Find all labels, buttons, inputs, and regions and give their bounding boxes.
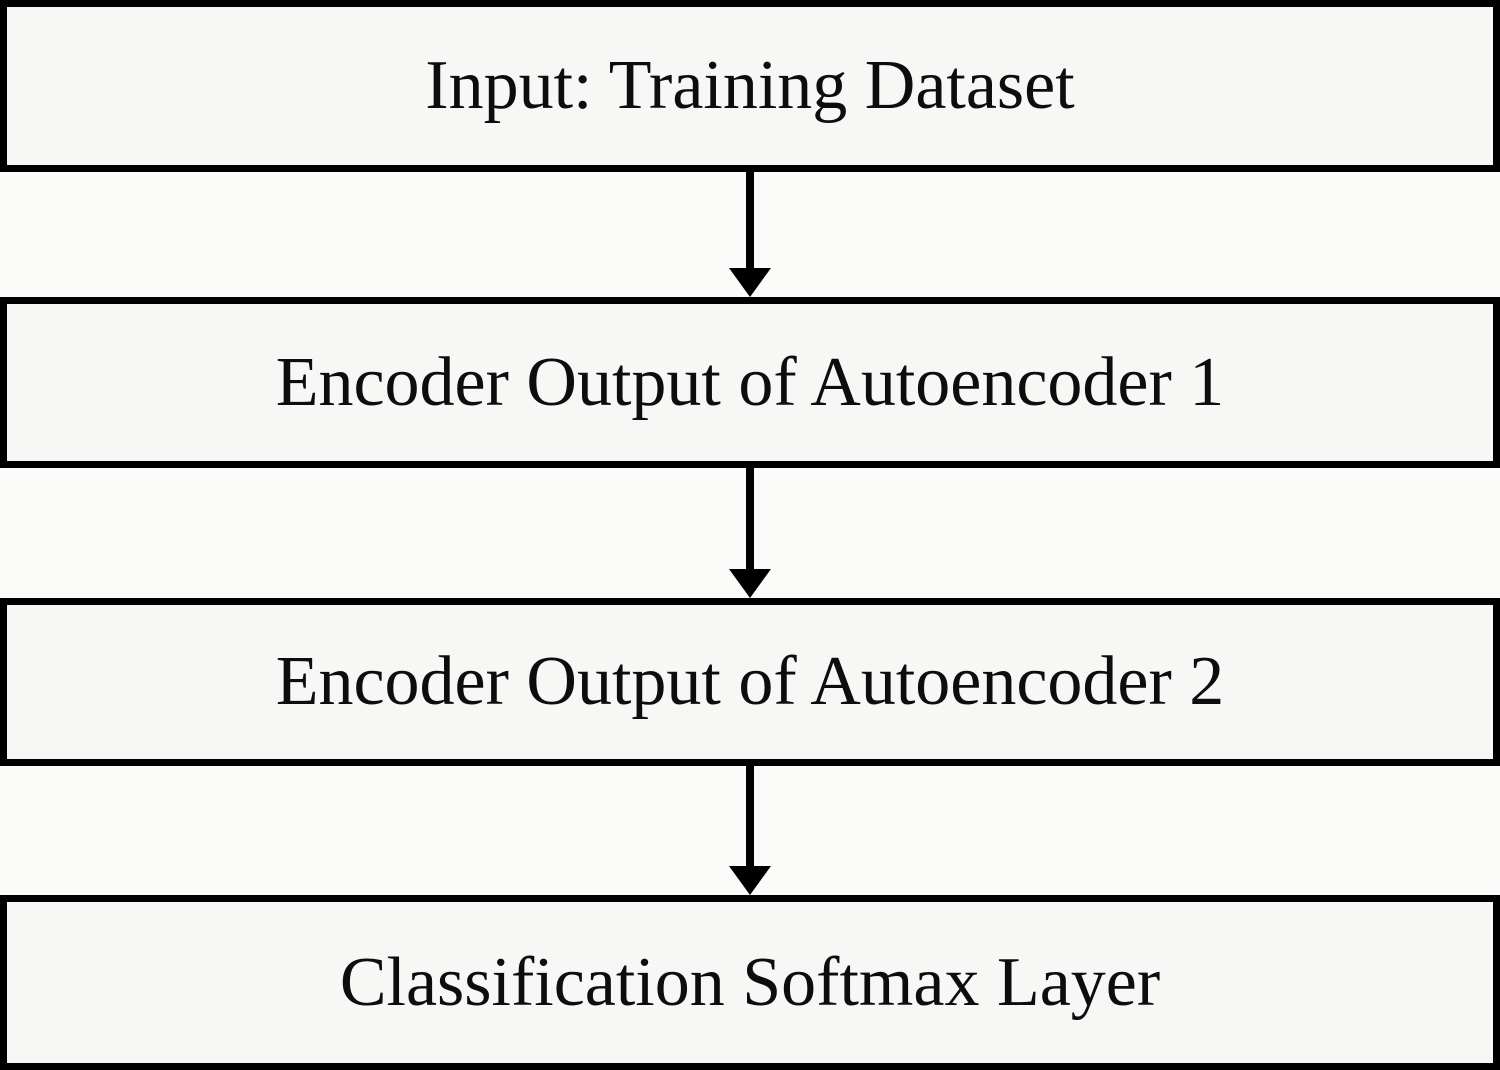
node-label: Classification Softmax Layer	[339, 943, 1161, 1021]
node-label: Encoder Output of Autoencoder 2	[275, 643, 1225, 720]
node-label: Input: Training Dataset	[425, 47, 1075, 124]
down-arrow-icon	[0, 766, 1500, 895]
arrow-head	[729, 866, 771, 895]
flow-node-encoder-output-autoencoder-2: Encoder Output of Autoencoder 2	[0, 598, 1500, 766]
down-arrow-icon	[0, 468, 1500, 598]
down-arrow-icon	[0, 172, 1500, 297]
flow-node-encoder-output-autoencoder-1: Encoder Output of Autoencoder 1	[0, 297, 1500, 468]
flow-node-input-training-dataset: Input: Training Dataset	[0, 0, 1500, 172]
flow-node-classification-softmax-layer: Classification Softmax Layer	[0, 895, 1500, 1070]
arrow-stem	[746, 468, 754, 572]
arrow-head	[729, 268, 771, 297]
arrow-stem	[746, 766, 754, 869]
arrow-head	[729, 569, 771, 598]
node-label: Encoder Output of Autoencoder 1	[275, 343, 1225, 421]
arrow-stem	[746, 172, 754, 271]
